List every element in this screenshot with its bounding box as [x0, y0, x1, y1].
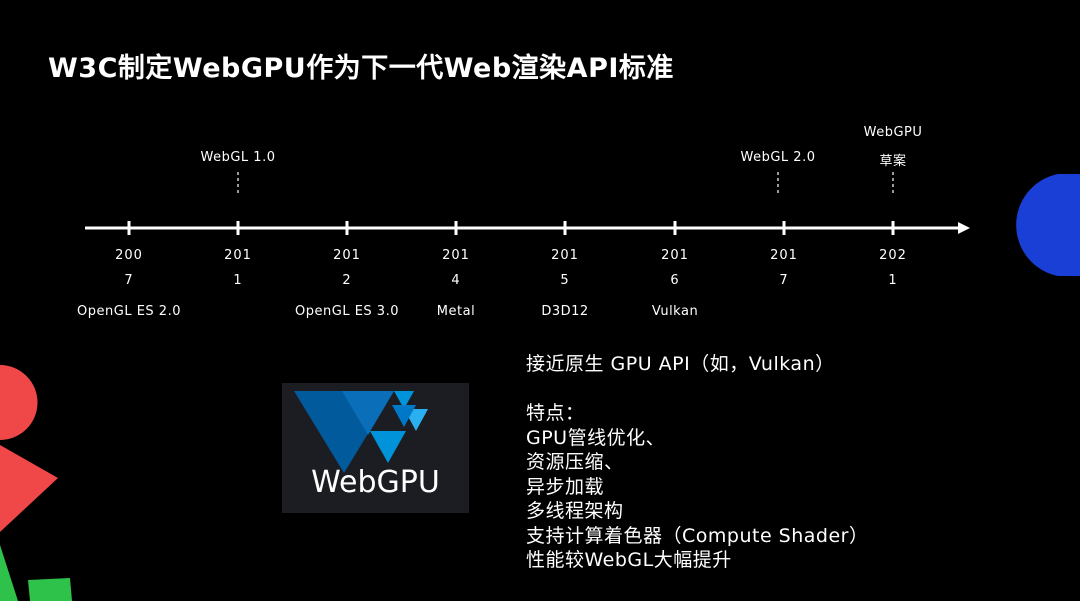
green-shape-icon: [0, 545, 18, 601]
timeline-below-label-vulkan: Vulkan: [651, 304, 699, 319]
slide-title: W3C制定WebGPU作为下一代Web渲染API标准: [48, 53, 674, 84]
timeline-above-label-draft: 草案: [879, 154, 907, 169]
red-arc-icon: [0, 365, 38, 440]
blue-half-circle-icon: [1016, 174, 1080, 276]
feature-item: 性能较WebGL大幅提升: [526, 549, 732, 571]
green-shape-icon: [28, 578, 72, 601]
features-intro: 接近原生 GPU API（如，Vulkan）: [526, 353, 835, 375]
webgpu-logo-mark-icon: [294, 391, 428, 473]
timeline-above-label-webgpu: WebGPU: [863, 125, 923, 140]
webgpu-logo: WebGPU: [282, 383, 469, 513]
timeline-below-label-metal: Metal: [436, 304, 476, 319]
webgpu-logo-text: WebGPU: [311, 465, 440, 500]
feature-item: 支持计算着色器（Compute Shader）: [526, 524, 869, 547]
feature-item: 异步加载: [526, 475, 605, 498]
features-list: 接近原生 GPU API（如，Vulkan） 特点： GPU管线优化、 资源压缩…: [526, 352, 869, 573]
timeline-below-label-d3d12: D3D12: [541, 304, 589, 319]
timeline-below-label-opengles3: OpenGL ES 3.0: [295, 304, 399, 319]
red-triangle-icon: [0, 445, 58, 532]
feature-item: 资源压缩、: [526, 451, 624, 473]
timeline-below-label-opengles2: OpenGL ES 2.0: [77, 304, 181, 319]
timeline-above-label-webgl2: WebGL 2.0: [740, 150, 816, 165]
timeline-above-label-webgl1: WebGL 1.0: [200, 150, 276, 165]
feature-item: GPU管线优化、: [526, 426, 666, 449]
features-heading: 特点：: [526, 402, 585, 424]
feature-item: 多线程架构: [526, 500, 624, 522]
